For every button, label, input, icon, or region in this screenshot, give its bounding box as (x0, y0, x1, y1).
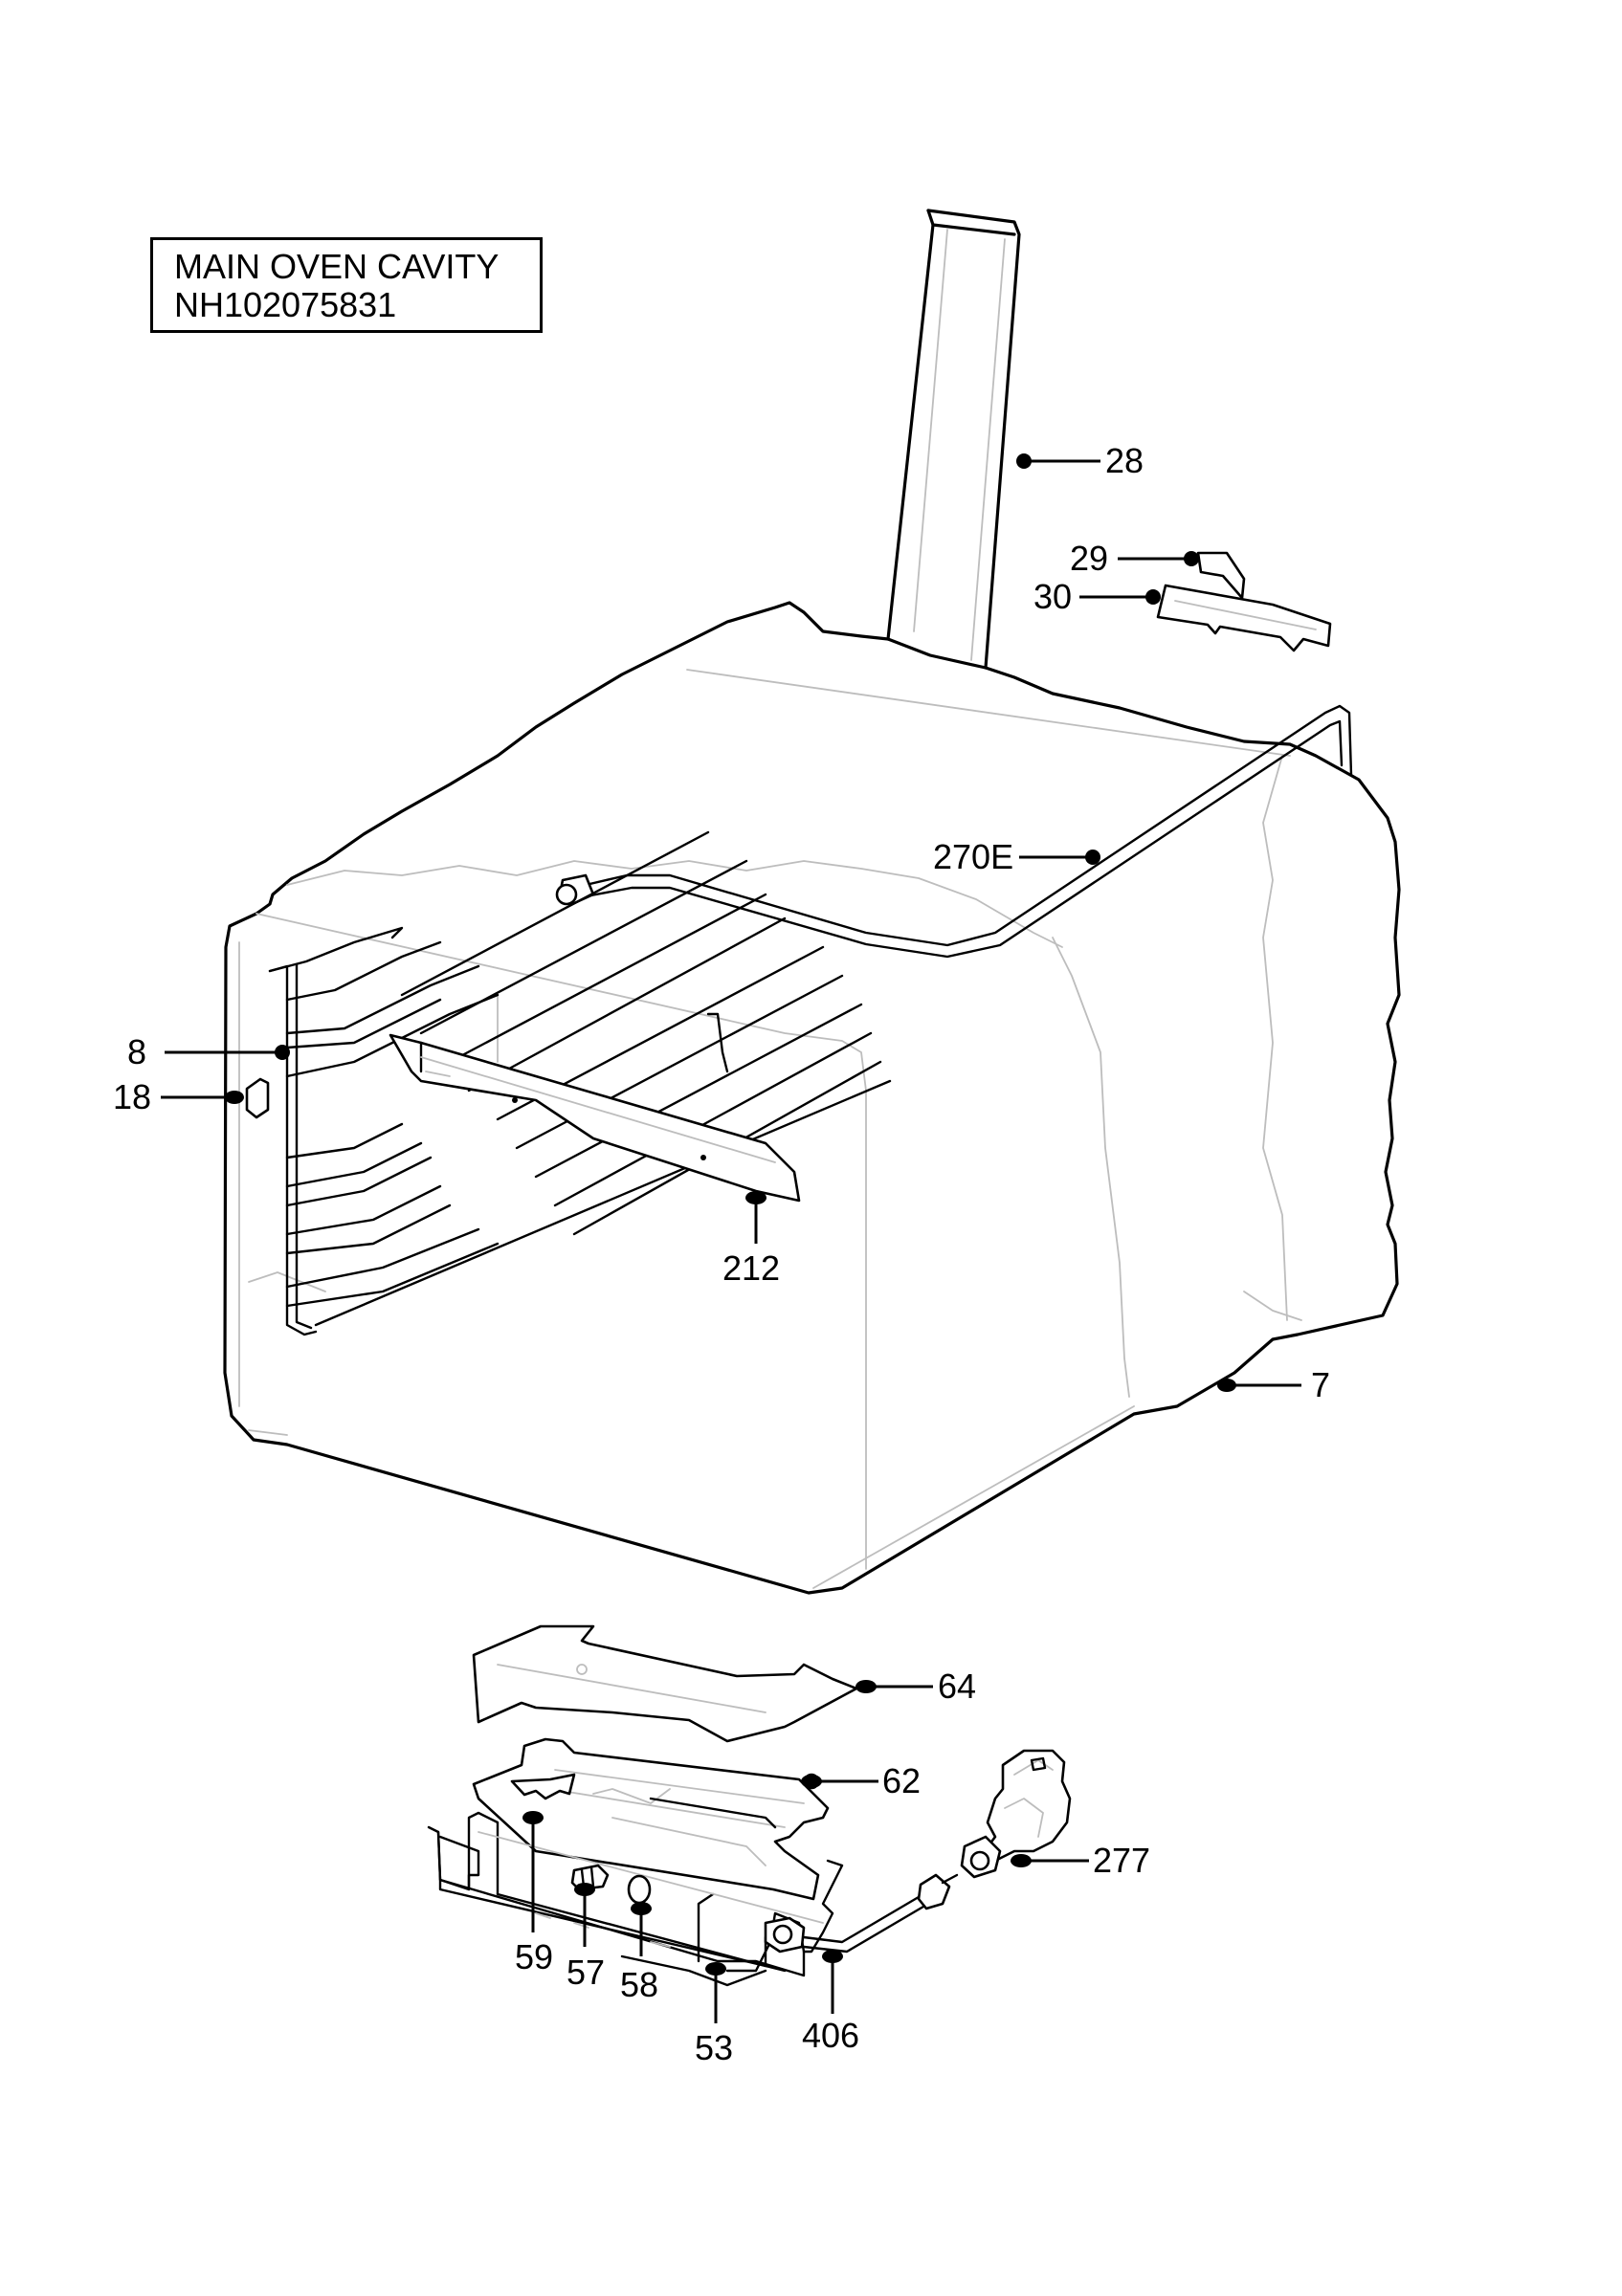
label-58: 58 (620, 1965, 658, 2004)
part-30-bracket-plate (1156, 584, 1332, 652)
callout-7: 7 (1217, 1365, 1330, 1404)
label-59: 59 (515, 1937, 553, 1976)
part-270e-gas-pipe (555, 704, 1353, 959)
label-277: 277 (1093, 1841, 1150, 1880)
part-212-baffle (389, 1033, 801, 1203)
part-64-heat-shield (472, 1624, 858, 1743)
label-28: 28 (1105, 441, 1144, 480)
callout-64: 64 (855, 1667, 976, 1706)
part-29-bracket (1196, 551, 1246, 600)
label-62: 62 (882, 1761, 921, 1800)
callout-59: 59 (515, 1811, 553, 1976)
label-53: 53 (695, 2028, 733, 2067)
part-28-insulation-strip (886, 209, 1021, 670)
part-7-oven-cavity (223, 601, 1401, 1595)
callout-212: 212 (722, 1191, 780, 1288)
part-406-gas-pipe (764, 1873, 959, 1954)
label-29: 29 (1070, 539, 1108, 578)
callout-57: 57 (567, 1883, 605, 1992)
callout-62: 62 (801, 1761, 921, 1800)
callout-406: 406 (802, 1950, 859, 2055)
callout-8: 8 (127, 1032, 290, 1071)
callout-53: 53 (695, 1962, 733, 2067)
part-58-washer (627, 1874, 652, 1905)
label-270e: 270E (933, 837, 1013, 876)
part-53-burner-housing (427, 1811, 844, 1987)
callout-270e: 270E (933, 837, 1100, 876)
callout-30: 30 (1033, 577, 1161, 616)
callout-277: 277 (1011, 1841, 1150, 1880)
label-18: 18 (113, 1077, 151, 1116)
part-18-clip (245, 1077, 270, 1119)
title-line-2: NH102075831 (174, 285, 397, 324)
callout-28: 28 (1016, 441, 1144, 480)
title-line-1: MAIN OVEN CAVITY (174, 247, 500, 286)
label-30: 30 (1033, 577, 1072, 616)
label-212: 212 (722, 1248, 780, 1288)
label-64: 64 (938, 1667, 976, 1706)
callout-58: 58 (620, 1902, 658, 2004)
callout-18: 18 (113, 1077, 244, 1116)
label-7: 7 (1311, 1365, 1330, 1404)
part-8-shelf-runner (268, 830, 892, 1336)
part-277-gas-valve (960, 1749, 1072, 1879)
label-57: 57 (567, 1953, 605, 1992)
callout-29: 29 (1070, 539, 1199, 578)
part-59-injector (510, 1773, 576, 1800)
label-8: 8 (127, 1032, 146, 1071)
title-box: MAIN OVEN CAVITY NH102075831 (150, 237, 543, 333)
label-406: 406 (802, 2016, 859, 2055)
